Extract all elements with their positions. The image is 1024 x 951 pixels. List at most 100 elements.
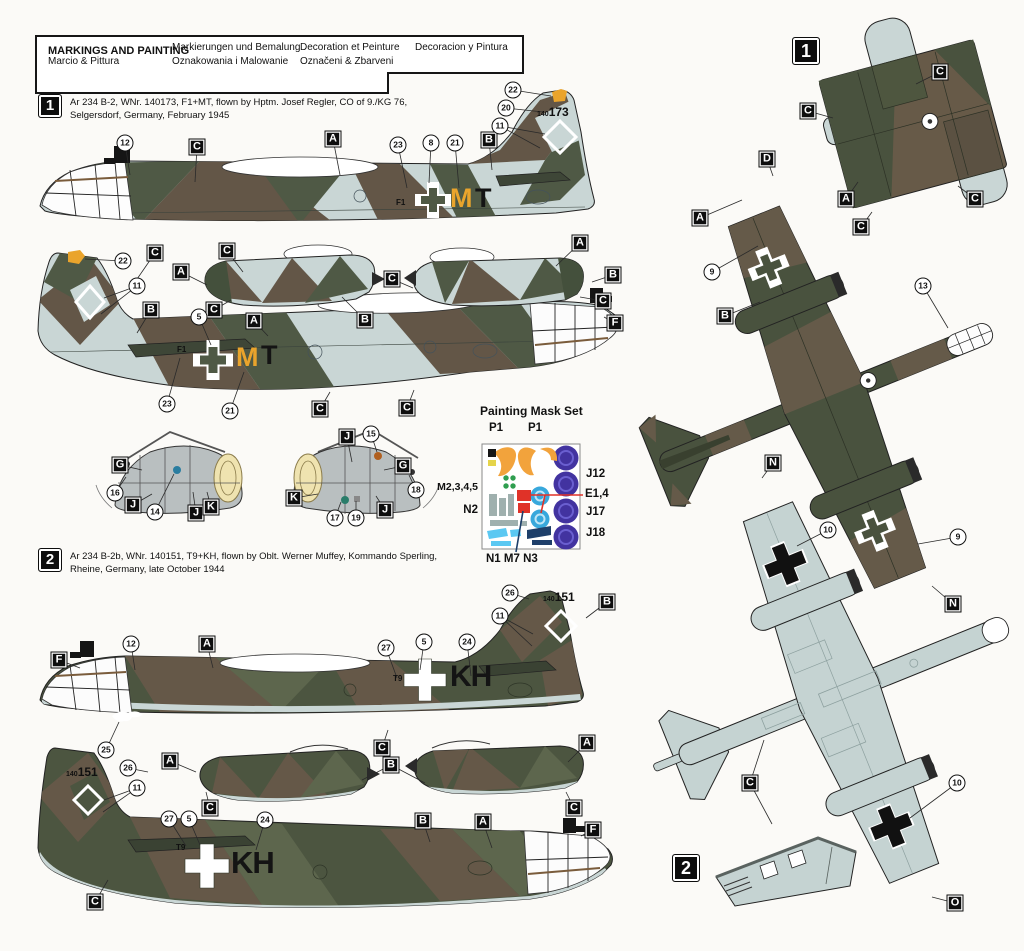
mask-letter-marker-j: J	[124, 496, 142, 514]
scheme2-number-icon: 2	[38, 548, 62, 572]
nacelle-3-side	[199, 744, 380, 802]
p2-unit-code: F1	[177, 345, 187, 354]
p1-letter-m: M	[450, 183, 472, 213]
bottomview-scheme2-icon: 2	[672, 854, 700, 882]
mask-letter-marker-c: C	[218, 242, 236, 260]
mask-letter-marker-c: C	[799, 102, 817, 120]
part-number-marker-5: 5	[180, 810, 198, 828]
canopy-detail-left	[95, 431, 243, 514]
mask-letter-marker-b: B	[356, 311, 374, 329]
p3-tail-digits: 151	[554, 590, 575, 604]
part-number-marker-10: 10	[948, 774, 966, 792]
mask-letter-marker-f: F	[584, 821, 602, 839]
p2-letter-t: T	[261, 340, 277, 370]
part-number-marker-23: 23	[389, 136, 407, 154]
mask-letter-marker-b: B	[382, 756, 400, 774]
header-es: Decoracion y Pintura	[415, 42, 508, 53]
mask-letter-marker-b: B	[414, 812, 432, 830]
part-number-marker-21: 21	[221, 402, 239, 420]
p3-letters-kh: KH	[450, 660, 492, 693]
p4-tail-number: 140151	[66, 763, 98, 781]
header-pl: Oznakowania i Malowanie	[172, 56, 289, 67]
p1-unit-code: F1	[396, 198, 406, 207]
part-number-marker-14: 14	[146, 503, 164, 521]
mask-letter-marker-c: C	[966, 190, 984, 208]
mask-letter-marker-n: N	[764, 454, 782, 472]
p4-tail-digits: 151	[77, 765, 98, 779]
profile-1-side-view	[39, 89, 595, 222]
p3-unit-code: T9	[393, 674, 403, 683]
mask-label-p1a: P1	[489, 422, 504, 434]
mask-letter-marker-a: A	[571, 234, 589, 252]
mask-letter-marker-n: N	[944, 595, 962, 613]
mask-label-e14: E1,4	[585, 488, 609, 500]
mask-label-j12: J12	[586, 468, 606, 480]
mask-letter-marker-d: D	[758, 150, 776, 168]
topview-scheme1-icon: 1	[792, 37, 820, 65]
profile-3-side-view	[39, 590, 584, 722]
header-subtitle-it: Marcio & Pittura	[48, 56, 120, 67]
mask-letter-marker-c: C	[565, 799, 583, 817]
canopy-detail-right	[293, 428, 440, 514]
part-number-marker-16: 16	[106, 484, 124, 502]
bottom-view-aircraft	[653, 501, 1010, 884]
scheme2-line1: Ar 234 B-2b, WNr. 140151, T9+KH, flown b…	[70, 551, 438, 562]
mask-letter-marker-b: B	[604, 266, 622, 284]
mask-letter-marker-g: G	[111, 456, 129, 474]
mask-letter-marker-a: A	[837, 190, 855, 208]
part-number-marker-22: 22	[504, 81, 522, 99]
mask-letter-marker-c: C	[205, 301, 223, 319]
part-number-marker-11: 11	[128, 779, 146, 797]
part-number-marker-19: 19	[347, 509, 365, 527]
mask-label-p1b: P1	[528, 422, 543, 434]
part-number-marker-11: 11	[491, 607, 509, 625]
mask-letter-marker-c: C	[931, 63, 949, 81]
scheme2-line2: Rheine, Germany, late October 1944	[70, 564, 225, 575]
mask-letter-marker-c: C	[741, 774, 759, 792]
mask-letter-marker-c: C	[188, 138, 206, 156]
p1-tail-prefix: 140	[537, 111, 549, 118]
part-number-marker-13: 13	[914, 277, 932, 295]
profile-2-side-view	[37, 250, 619, 390]
mask-letter-marker-a: A	[172, 263, 190, 281]
part-number-marker-17: 17	[326, 509, 344, 527]
mask-letter-marker-c: C	[852, 218, 870, 236]
part-number-marker-12: 12	[122, 635, 140, 653]
mask-letter-marker-k: K	[285, 489, 303, 507]
profile-4-side-view	[37, 747, 613, 908]
wing-center-fragment-top	[818, 17, 1008, 209]
mask-letter-marker-a: A	[245, 312, 263, 330]
header-cz: Označeni & Zbarveni	[300, 56, 394, 67]
mask-letter-marker-c: C	[201, 799, 219, 817]
mask-letter-marker-c: C	[398, 399, 416, 417]
p3-tail-number: 140151	[543, 588, 575, 606]
mask-letter-marker-g: G	[394, 457, 412, 475]
header-box	[35, 35, 524, 94]
mask-label-n2: N2	[463, 504, 478, 516]
mask-letter-marker-a: A	[161, 752, 179, 770]
p3-tail-prefix: 140	[543, 596, 555, 603]
scheme2-description: Ar 234 B-2b, WNr. 140151, T9+KH, flown b…	[70, 550, 490, 576]
part-number-marker-11: 11	[128, 277, 146, 295]
mask-letter-marker-f: F	[606, 314, 624, 332]
p1-tail-number: 140173	[537, 103, 569, 121]
mask-letter-marker-a: A	[198, 635, 216, 653]
mask-letter-marker-b: B	[480, 131, 498, 149]
mask-letter-marker-b: B	[716, 307, 734, 325]
scheme1-number-icon: 1	[38, 94, 62, 118]
mask-letter-marker-a: A	[474, 813, 492, 831]
fuselage-fragment	[715, 836, 857, 907]
mask-letter-marker-c: C	[594, 292, 612, 310]
part-number-marker-27: 27	[377, 639, 395, 657]
part-number-marker-12: 12	[116, 134, 134, 152]
part-number-marker-10: 10	[819, 521, 837, 539]
part-number-marker-24: 24	[458, 633, 476, 651]
mask-label-j18: J18	[586, 527, 606, 539]
mask-letter-marker-c: C	[373, 739, 391, 757]
mask-letter-marker-a: A	[691, 209, 709, 227]
mask-letter-marker-b: B	[598, 593, 616, 611]
mask-label-j17: J17	[586, 506, 606, 518]
mask-letter-marker-f: F	[50, 651, 68, 669]
mask-letter-marker-c: C	[86, 893, 104, 911]
